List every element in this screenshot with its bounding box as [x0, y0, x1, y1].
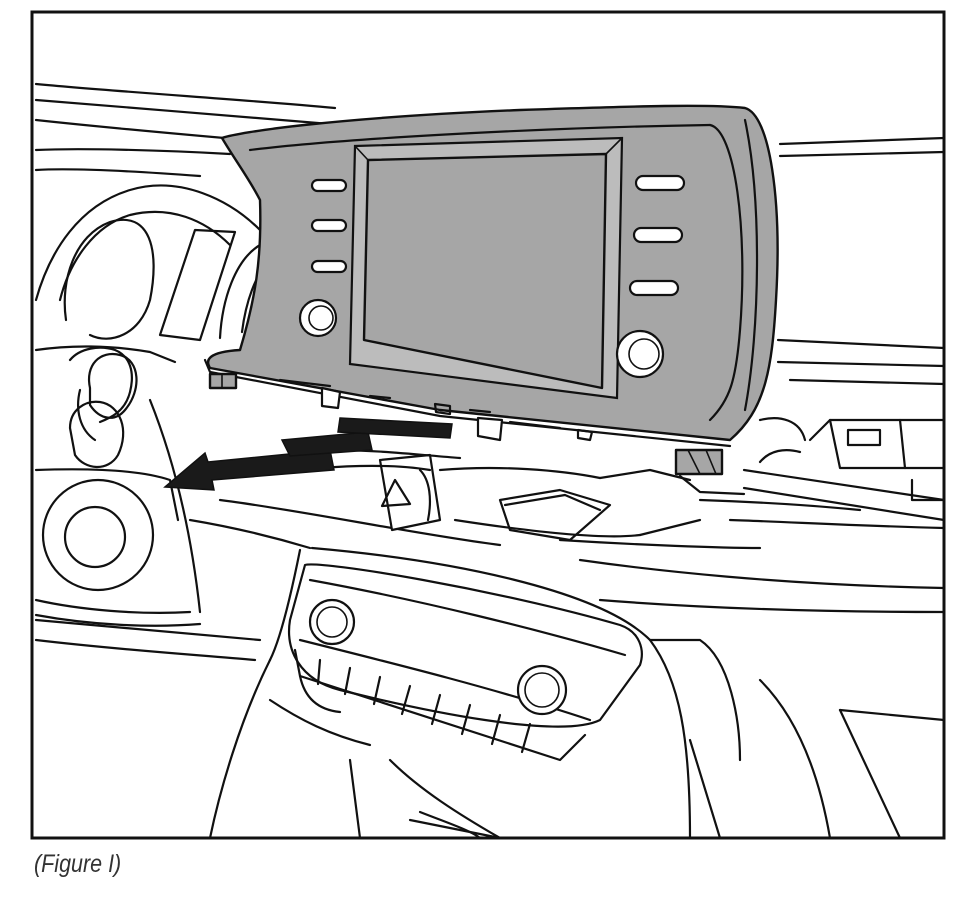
figure-caption: (Figure I) [34, 850, 122, 878]
head-unit [203, 104, 779, 496]
arrow-large [163, 449, 335, 491]
head-unit-button-right-3 [628, 279, 680, 297]
head-unit-button-left-2 [310, 218, 348, 233]
head-unit-button-right-1 [634, 174, 686, 192]
head-unit-knob-left [298, 298, 338, 338]
mounting-clip [208, 372, 238, 390]
head-unit-screen [362, 152, 608, 390]
arrow-small [337, 417, 453, 439]
dashboard-background [34, 82, 946, 840]
head-unit-button-right-2 [632, 226, 684, 244]
pull-direction-arrows [163, 417, 453, 491]
hazard-switch-area [318, 448, 702, 542]
head-unit-button-left-1 [310, 178, 348, 193]
head-unit-button-left-3 [310, 259, 348, 274]
mounting-clip [476, 416, 504, 442]
mounting-clip [320, 386, 342, 410]
climate-control-panel [288, 563, 643, 762]
arrow-medium [280, 431, 373, 457]
head-unit-knob-right [615, 329, 665, 379]
